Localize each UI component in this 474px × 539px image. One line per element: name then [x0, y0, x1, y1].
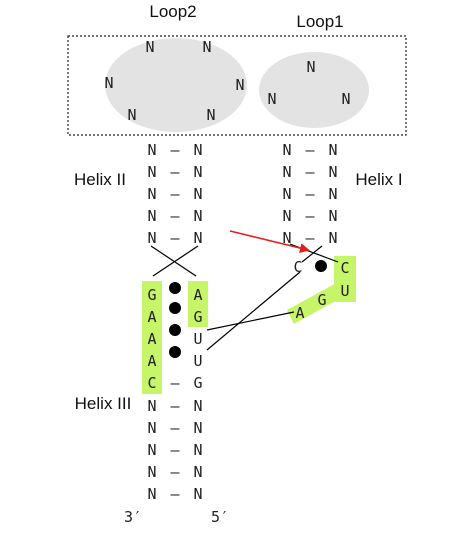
helix2-nucleotide-bond: – [170, 207, 180, 225]
loop-region-box [67, 35, 407, 136]
helix2-nucleotide-left: N [147, 141, 156, 159]
cleavage-c-nucleotide: C [293, 258, 302, 276]
core-left-nucleotide: C [147, 374, 156, 392]
highlighted-g-nucleotide: G [317, 291, 326, 309]
helix1-nucleotide-right: N [328, 207, 337, 225]
helix2-nucleotide-bond: – [170, 229, 180, 247]
helix1-nucleotide-bond: – [305, 185, 315, 203]
helix3-nucleotide-bond: – [170, 441, 180, 459]
loop2-nucleotide: N [104, 74, 113, 92]
pair-dot [169, 324, 181, 336]
helix2-nucleotide-right: N [193, 207, 202, 225]
helix3-nucleotide-left: N [147, 441, 156, 459]
highlighted-u-nucleotide: U [340, 282, 349, 300]
pair-dot [169, 346, 181, 358]
helix2-nucleotide-left: N [147, 185, 156, 203]
loop1-label: Loop1 [296, 12, 343, 31]
helix1-nucleotide-left: N [282, 185, 291, 203]
core-right-nucleotide: G [193, 374, 202, 392]
helix2-crossover-b [152, 245, 199, 277]
helix3-nucleotide-right: N [193, 397, 202, 415]
pair-dot [315, 260, 327, 272]
five-prime-end-label: 5′ [211, 508, 229, 526]
loop2-nucleotide: N [206, 106, 215, 124]
non-canonical-pair-dots [169, 260, 327, 358]
loop1-nucleotide: N [267, 90, 276, 108]
helix2-nucleotide-right: N [193, 163, 202, 181]
helix2-nucleotide-left: N [147, 163, 156, 181]
core-left-nucleotide: G [147, 286, 156, 304]
helix3-nucleotide-bond: – [170, 463, 180, 481]
core-left-nucleotide: A [147, 352, 156, 370]
helix2-nucleotide-right: N [193, 229, 202, 247]
helix2-crossover-a [150, 245, 197, 277]
helix1-nucleotide-right: N [328, 185, 337, 203]
loop1-ellipse [259, 52, 369, 128]
loop2-nucleotide: N [202, 38, 211, 56]
helix2-nucleotide-bond: – [170, 185, 180, 203]
core-left-nucleotide: A [147, 330, 156, 348]
core-right-highlight [188, 281, 208, 327]
helix1-nucleotide-left: N [282, 207, 291, 225]
pair-dot [169, 302, 181, 314]
loop2-ellipse [105, 38, 247, 132]
loop1-nucleotide: N [306, 58, 315, 76]
cleavage-site-arrow [229, 230, 310, 253]
core-right-nucleotide: G [193, 308, 202, 326]
strand-helix1-to-c [301, 245, 323, 263]
helix3-nucleotide-left: N [147, 419, 156, 437]
helix1-nucleotide-right: N [328, 163, 337, 181]
helix2-nucleotide-bond: – [170, 163, 180, 181]
core-right-nucleotide: A [193, 286, 202, 304]
pair-dot [169, 282, 181, 294]
helix2-nucleotide-left: N [147, 207, 156, 225]
highlighted-a-nucleotide: A [295, 304, 304, 322]
helix3-nucleotide-right: N [193, 485, 202, 503]
helix3-nucleotide-left: N [147, 485, 156, 503]
helix3-nucleotide-right: N [193, 419, 202, 437]
helix1-nucleotide-right: N [328, 141, 337, 159]
helix3-label: Helix III [75, 394, 132, 413]
core-left-highlight [142, 281, 162, 394]
loop2-nucleotide: N [127, 106, 136, 124]
helix3-nucleotide-bond: – [170, 485, 180, 503]
helix3-nucleotide-bond: – [170, 419, 180, 437]
helix2-nucleotide-left: N [147, 229, 156, 247]
helix3-nucleotide-left: N [147, 397, 156, 415]
ag-highlight [287, 281, 348, 324]
core-left-nucleotide: A [147, 308, 156, 326]
strand-c-to-u [206, 271, 301, 351]
helix1-nucleotide-left: N [282, 229, 291, 247]
helix1-nucleotide-right: N [328, 229, 337, 247]
loop2-label: Loop2 [149, 2, 196, 21]
core-right-nucleotide: U [193, 352, 202, 370]
helix3-nucleotide-bond: – [170, 397, 180, 415]
helix1-nucleotide-left: N [282, 163, 291, 181]
helix2-nucleotide-right: N [193, 185, 202, 203]
helix1-nucleotide-bond: – [305, 207, 315, 225]
core-pair-bond: – [170, 374, 180, 392]
helix1-label: Helix I [355, 170, 402, 189]
helix1-nucleotide-left: N [282, 141, 291, 159]
three-prime-end-label: 3′ [124, 508, 142, 526]
helix2-label: Helix II [74, 170, 126, 189]
highlighted-c-nucleotide: C [340, 259, 349, 277]
loop2-nucleotide: N [145, 38, 154, 56]
helix3-nucleotide-left: N [147, 463, 156, 481]
helix1-nucleotide-bond: – [305, 229, 315, 247]
helix3-nucleotide-right: N [193, 463, 202, 481]
helix3-nucleotide-right: N [193, 441, 202, 459]
strand-a-to-u [206, 311, 295, 331]
core-right-nucleotide: U [193, 330, 202, 348]
helix2-nucleotide-right: N [193, 141, 202, 159]
loop1-nucleotide: N [341, 90, 350, 108]
loop2-nucleotide: N [235, 76, 244, 94]
helix1-nucleotide-bond: – [305, 163, 315, 181]
helix2-nucleotide-bond: – [170, 141, 180, 159]
helix1-nucleotide-bond: – [305, 141, 315, 159]
